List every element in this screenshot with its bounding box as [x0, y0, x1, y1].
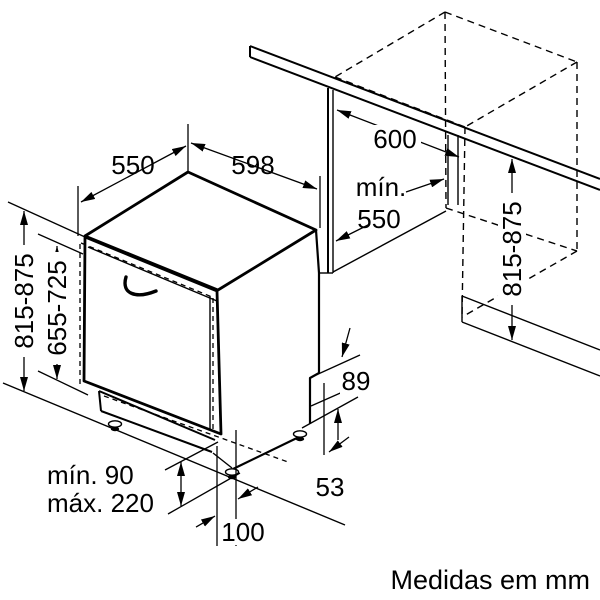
floor-front-line: [2, 382, 346, 526]
extension-lines: [7, 124, 364, 546]
worktop: [249, 45, 600, 191]
door-handle: [123, 275, 158, 297]
label-niche-depth-min: mín.: [356, 172, 407, 202]
label-plinth-max: máx. 220: [47, 488, 154, 518]
label-niche-depth-value: 550: [357, 204, 400, 234]
label-plinth-min: mín. 90: [47, 460, 134, 490]
niche-right-panel-edge: [447, 135, 459, 205]
label-niche-height: 815-875: [497, 201, 527, 296]
front-left-foot: [107, 420, 123, 432]
niche-left-panel: [319, 88, 447, 274]
label-top-depth: 550: [111, 150, 154, 180]
dimension-labels: 550 598 600 mín. 550 815-875 655-725 815…: [9, 124, 590, 595]
caption-units: Medidas em mm: [390, 565, 590, 595]
base-plinth: [98, 390, 302, 470]
niche-dashed-box: [334, 11, 578, 318]
label-top-width: 598: [231, 150, 274, 180]
floor-right: [461, 295, 600, 377]
label-door-panel-height: 655-725: [42, 260, 72, 355]
dishwasher-body: [79, 170, 321, 480]
label-rear-step: 89: [342, 366, 371, 396]
label-niche-width: 600: [373, 124, 416, 154]
door-hidden-edges: [79, 242, 214, 430]
label-foot-recess: 100: [221, 517, 264, 547]
label-appliance-height: 815-875: [9, 253, 39, 348]
rear-foot: [292, 430, 308, 442]
label-rear-offset: 53: [316, 472, 345, 502]
